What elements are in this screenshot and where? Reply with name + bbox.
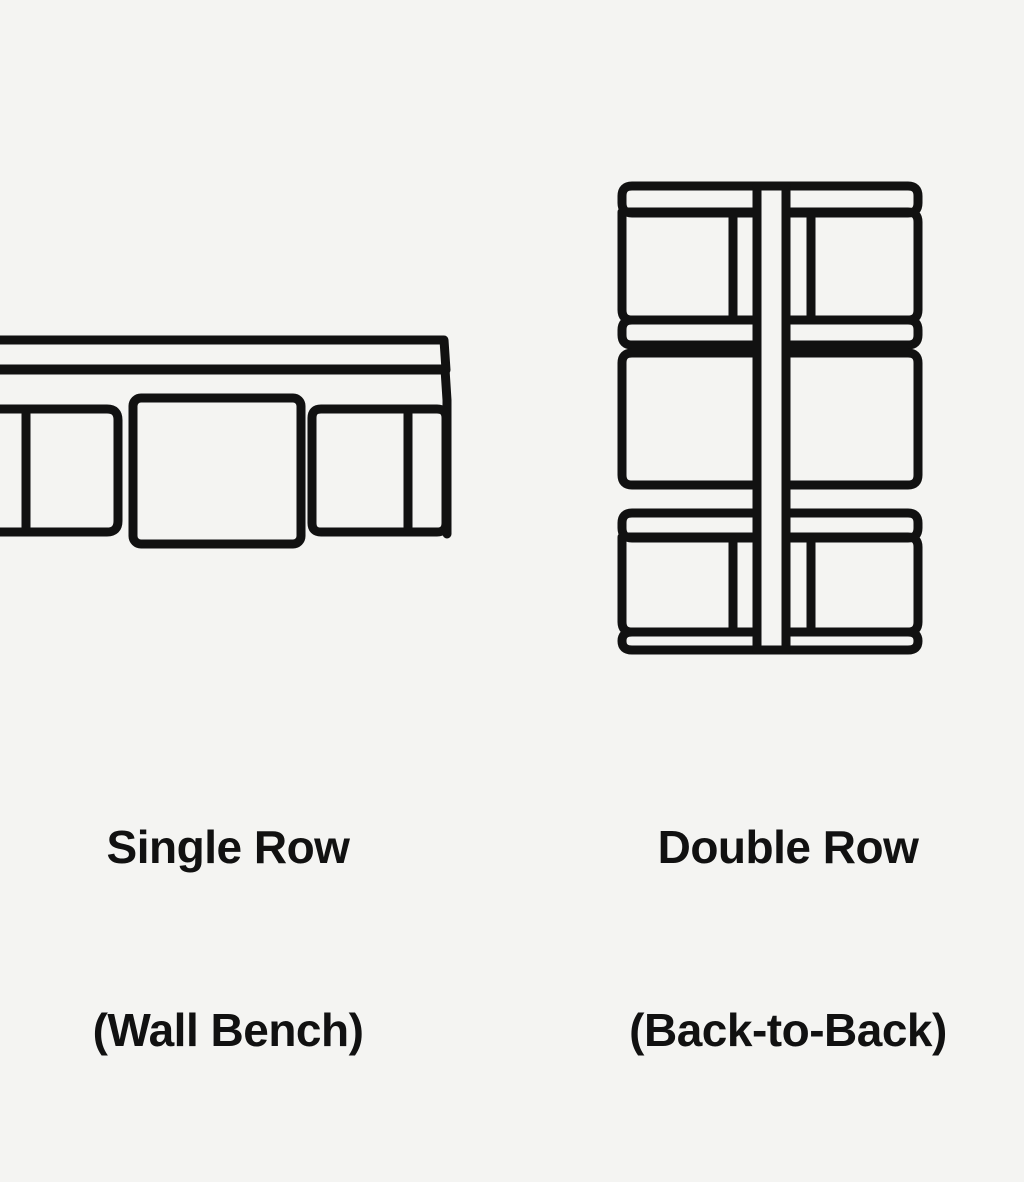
double-row-diagram xyxy=(617,181,923,655)
caption-single-row-line2: (Wall Bench) xyxy=(92,1003,364,1056)
top-left-front-rail xyxy=(617,315,762,350)
left-seat-module xyxy=(0,404,123,537)
bottom-left-front-rail xyxy=(617,627,762,655)
center-seat-module xyxy=(128,393,306,549)
caption-double-row-line2: (Back-to-Back) xyxy=(629,1003,947,1056)
middle-right-seat xyxy=(781,348,923,490)
bottom-right-front-rail xyxy=(781,627,923,655)
diagram-page: Single Row (Wall Bench) Double Row (Back… xyxy=(0,181,948,1056)
seating-layout-diagram xyxy=(0,181,923,655)
top-right-seat xyxy=(781,207,923,325)
caption-single-row: Single Row (Wall Bench) xyxy=(0,696,456,1182)
caption-double-row-line1: Double Row xyxy=(657,821,919,874)
single-row-diagram xyxy=(0,335,452,549)
caption-single-row-line1: Single Row xyxy=(106,821,350,874)
right-seat-module xyxy=(307,404,451,537)
caption-double-row: Double Row (Back-to-Back) xyxy=(560,696,1016,1182)
middle-left-seat xyxy=(617,348,762,490)
bottom-right-seat xyxy=(781,532,923,637)
top-right-front-rail xyxy=(781,315,923,350)
